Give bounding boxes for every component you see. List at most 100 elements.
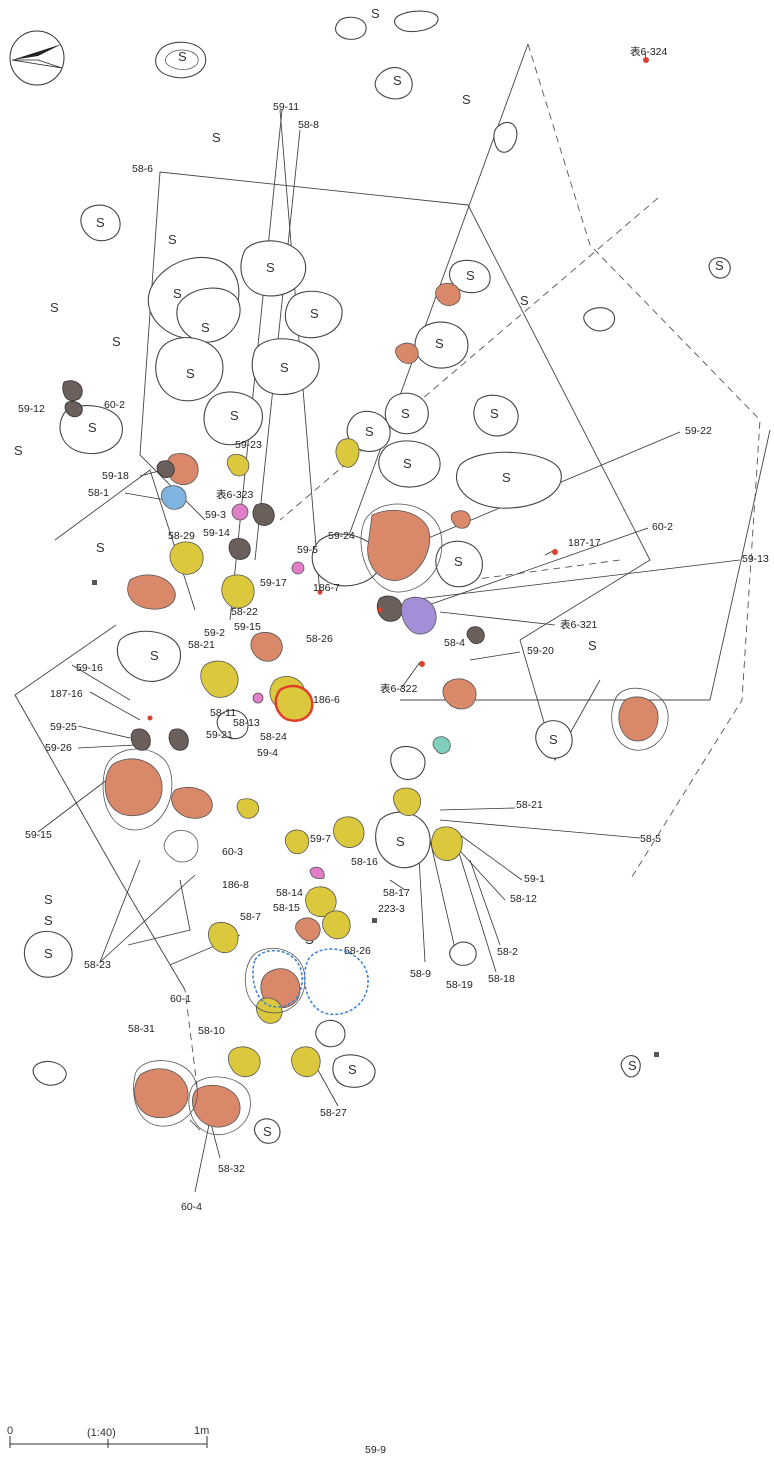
stone-marker: S (150, 648, 159, 663)
feature-label: 58-21 (188, 639, 215, 651)
feature-label: 59-25 (50, 721, 77, 733)
artifact-fragments (62, 57, 659, 1128)
feature-label: 59-17 (260, 577, 287, 589)
feature-label: 58-23 (84, 959, 111, 971)
feature-label: 59-14 (203, 527, 230, 539)
feature-label: 58-1 (88, 487, 109, 499)
stone-marker: S (266, 260, 275, 275)
feature-label: 187-16 (50, 688, 83, 700)
feature-label: 186-8 (222, 879, 249, 891)
stone-marker: S (201, 320, 210, 335)
stone-marker: S (310, 306, 319, 321)
feature-label: 58-29 (168, 530, 195, 542)
feature-label: 59-5 (297, 544, 318, 556)
stone-marker: S (401, 406, 410, 421)
feature-label: 58-5 (640, 833, 661, 845)
feature-label: 58-15 (273, 902, 300, 914)
feature-label: 58-24 (260, 731, 287, 743)
scale-ratio: (1:40) (87, 1427, 116, 1439)
stone-marker: S (393, 73, 402, 88)
scale-zero: 0 (7, 1425, 13, 1437)
stone-marker: S (14, 443, 23, 458)
feature-label: 59-3 (205, 509, 226, 521)
scale-max: 1m (194, 1425, 209, 1437)
stone-marker: S (230, 408, 239, 423)
feature-label: 59-22 (685, 425, 712, 437)
stone-marker: S (173, 286, 182, 301)
stone-marker: S (280, 360, 289, 375)
feature-label: 58-8 (298, 119, 319, 131)
feature-group-circles (102, 503, 669, 1136)
feature-label: 60-1 (170, 993, 191, 1005)
feature-label: 58-10 (198, 1025, 225, 1037)
scale-bar: 0 (1:40) 1m (7, 1425, 209, 1448)
feature-label: 59-12 (18, 403, 45, 415)
stone-marker: S (371, 6, 380, 21)
feature-label: 58-4 (444, 637, 465, 649)
feature-label: 58-16 (351, 856, 378, 868)
stone-marker: S (715, 258, 724, 273)
stone-marker: S (263, 1124, 272, 1139)
feature-label: 59-21 (206, 729, 233, 741)
feature-label: 58-17 (383, 887, 410, 899)
stone-marker: S (628, 1058, 637, 1073)
feature-label: 59-4 (257, 747, 278, 759)
stone-marker: S (44, 946, 53, 961)
feature-label: 59-20 (527, 645, 554, 657)
stone-marker: S (112, 334, 121, 349)
stone-marker: S (454, 554, 463, 569)
feature-label: 58-21 (516, 799, 543, 811)
feature-label: 58-26 (344, 945, 371, 957)
feature-label: 60-2 (104, 399, 125, 411)
stone-marker: S (212, 130, 221, 145)
feature-label: 58-26 (306, 633, 333, 645)
stone-marker: S (502, 470, 511, 485)
feature-label: 58-13 (233, 717, 260, 729)
feature-label: 58-11 (210, 707, 236, 719)
feature-labels: 表6-324 59-11 58-8 58-6 59-12 60-2 59-23 … (18, 45, 769, 1456)
feature-label: 59-24 (328, 530, 355, 542)
feature-label: 60-4 (181, 1201, 202, 1213)
feature-label: 60-3 (222, 846, 243, 858)
stone-marker: S (549, 732, 558, 747)
feature-label: 60-2 (652, 521, 673, 533)
feature-label: 58-22 (231, 606, 258, 618)
feature-label: 59-13 (742, 553, 769, 565)
feature-label: 58-6 (132, 163, 153, 175)
north-arrow-icon (9, 30, 65, 86)
stone-marker: S (365, 424, 374, 439)
stone-marker: S (520, 293, 529, 308)
feature-label: 59-9 (365, 1444, 386, 1456)
feature-label: 59-23 (235, 439, 262, 451)
feature-label: 58-9 (410, 968, 431, 980)
stone-markers: S S S S S S S S S S S S S S S S S S S S … (14, 6, 724, 1139)
stone-marker: S (403, 456, 412, 471)
feature-label: 58-32 (218, 1163, 245, 1175)
feature-label: 187-17 (568, 537, 601, 549)
feature-label: 58-2 (497, 946, 518, 958)
stone-marker: S (348, 1062, 357, 1077)
stone-marker: S (96, 540, 105, 555)
stone-marker: S (435, 336, 444, 351)
feature-label: 表6-322 (380, 682, 418, 695)
feature-label: 186-7 (313, 582, 340, 594)
feature-label: 58-18 (488, 973, 515, 985)
stone-marker: S (186, 366, 195, 381)
stone-marker: S (88, 420, 97, 435)
stone-outlines (23, 10, 731, 1144)
feature-label: 58-14 (276, 887, 303, 899)
feature-label: 59-2 (204, 627, 225, 639)
stone-marker: S (462, 92, 471, 107)
feature-label: 59-1 (524, 873, 545, 885)
stone-marker: S (396, 834, 405, 849)
stone-marker: S (466, 268, 475, 283)
feature-label: 59-26 (45, 742, 72, 754)
stone-marker: S (96, 215, 105, 230)
feature-label: 58-27 (320, 1107, 347, 1119)
feature-label: 59-11 (273, 101, 299, 113)
feature-label: 表6-321 (560, 618, 598, 631)
stone-marker: S (490, 406, 499, 421)
feature-label: 表6-323 (216, 488, 254, 501)
feature-label: 58-7 (240, 911, 261, 923)
